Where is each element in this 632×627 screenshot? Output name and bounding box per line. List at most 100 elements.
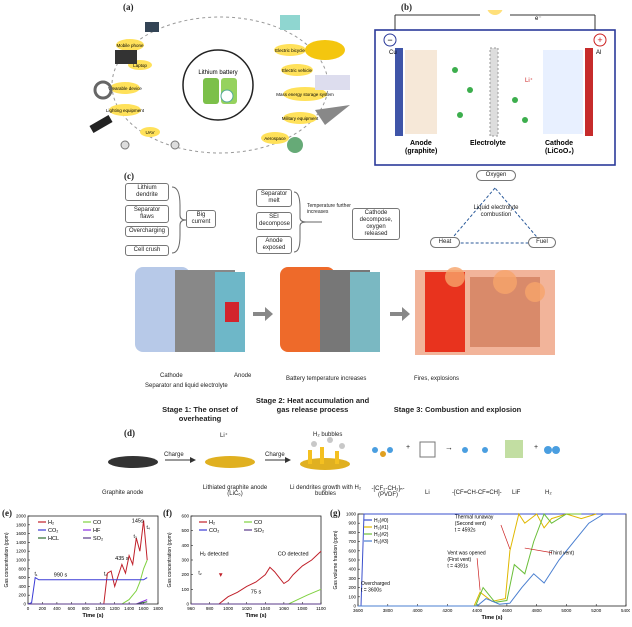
x-tick-label: 800 [82, 606, 90, 611]
bulb-icon [487, 10, 503, 15]
y-tick-label: 0 [186, 602, 189, 607]
x-tick-label: 1100 [316, 606, 326, 611]
x-tick-label: 5000 [561, 608, 572, 613]
center-label: Lithium battery [198, 70, 237, 76]
device-label: Mobile phone [116, 43, 144, 48]
y-tick-label: 1000 [16, 558, 27, 563]
plot-frame [357, 513, 627, 607]
annotation-435s: 435 s [115, 556, 129, 562]
y-tick-label: 500 [348, 558, 356, 563]
battery-icon [203, 78, 219, 104]
legend-label: H₂(#1) [374, 525, 389, 531]
y-tick-label: 200 [181, 572, 189, 577]
stage-1-title: Stage 1: The onset of overheating [162, 405, 238, 423]
y-tick-label: 700 [348, 539, 356, 544]
svg-text:Lighting equipment: Lighting equipment [106, 108, 145, 113]
legend-label: H₂ [48, 520, 54, 526]
annotation-co-detected: CO detected [278, 552, 309, 558]
y-tick-label: 800 [348, 530, 356, 535]
callout-separator: Separator and liquid electrolyte [145, 383, 228, 389]
t3-label: t₃ [133, 534, 136, 540]
x-tick-label: 1080 [297, 606, 308, 611]
dendrite-label: Li dendrites growth with H₂ bubbles [289, 485, 362, 497]
stage-3-title: Stage 3: Combustion and explosion [393, 405, 522, 414]
svg-text:Cu: Cu [389, 50, 397, 56]
legend-label: H₂(#2) [374, 532, 389, 538]
pvdf-label: -[CF₂-CH₂]ₙ- (PVDF) [371, 486, 405, 498]
legend-label: CO₂ [48, 528, 58, 534]
y-axis-label: Gas concentration (ppm) [167, 532, 173, 587]
y-tick-label: 900 [348, 521, 356, 526]
panel-f-label: (f) [163, 508, 172, 518]
series-line-g2 [358, 513, 582, 607]
plot-frame [27, 515, 159, 605]
y-tick-label: 400 [181, 543, 189, 548]
annotation-990s: 990 s [54, 573, 68, 579]
y-tick-label: 600 [348, 548, 356, 553]
panel-d-label: (d) [124, 428, 135, 438]
x-tick-label: 1000 [223, 606, 234, 611]
series-line-CO2 [27, 576, 148, 605]
annotation-first-vent: (First vent) [447, 557, 471, 563]
y-tick-label: 400 [348, 567, 356, 572]
x-tick-label: 5200 [591, 608, 602, 613]
lithiated-label: Lithiated graphite anode (LiC₆) [202, 485, 268, 497]
x-tick-label: 4200 [442, 608, 453, 613]
y-tick-label: 800 [18, 566, 26, 571]
x-tick-label: 3800 [383, 608, 394, 613]
svg-text:−: − [387, 35, 392, 45]
legend-label: H₂(#3) [374, 539, 389, 545]
svg-text:Anode: Anode [410, 140, 432, 147]
stage-illustrations [135, 267, 555, 355]
annotation-t0: t = 3600s [361, 587, 382, 593]
x-tick-label: 980 [206, 606, 214, 611]
annotation-overcharged: Overcharged [361, 581, 390, 587]
svg-text:Cathode: Cathode [545, 140, 573, 147]
x-tick-label: 3600 [353, 608, 364, 613]
graphite-label: Graphite anode [102, 490, 144, 496]
panel-d-reaction [108, 437, 560, 470]
callout-fires: Fires, explosions [414, 376, 460, 382]
y-axis-label: Gas volume fraction (ppm) [333, 530, 339, 589]
svg-text:Electric vehicle: Electric vehicle [282, 68, 313, 73]
x-tick-label: 600 [68, 606, 76, 611]
legend-label: CO [254, 520, 263, 526]
annotation-thermal: Thermal runaway [455, 515, 494, 521]
x-tick-label: 1800 [153, 606, 164, 611]
svg-text:Wearable device: Wearable device [108, 86, 142, 91]
legend-label: CO [93, 520, 102, 526]
svg-text:Electrolyte: Electrolyte [470, 140, 506, 147]
t2-label: t₂ [198, 571, 201, 577]
svg-text:Laptop: Laptop [133, 63, 147, 68]
callout-cathode: Cathode [160, 373, 183, 379]
y-tick-label: 1800 [16, 522, 27, 527]
annotation-t1: t = 4391s [447, 563, 468, 569]
x-tick-label: 1040 [260, 606, 271, 611]
x-tick-label: 1600 [139, 606, 150, 611]
annotation-h2-detected: H₂ detected [200, 552, 229, 558]
t1-label: t₁ [35, 571, 38, 577]
y-tick-label: 300 [181, 558, 189, 563]
series-line-H2 [28, 520, 148, 605]
cathode-decompose-box: Cathode decompose, oxygen released [352, 208, 400, 240]
svg-text:e⁻: e⁻ [535, 16, 542, 22]
x-tick-label: 4800 [532, 608, 543, 613]
svg-text:Military equipment: Military equipment [282, 116, 319, 121]
series-line-H2 [191, 550, 322, 605]
callout-temp: Battery temperature increases [286, 376, 367, 382]
y-tick-label: 600 [181, 514, 189, 519]
y-tick-label: 1600 [16, 531, 27, 536]
svg-text:Li⁺: Li⁺ [525, 77, 533, 84]
legend-label: H₂ [209, 520, 215, 526]
annotation-second-vent: (Second vent) [455, 521, 486, 527]
legend-label: CO₂ [209, 528, 219, 534]
y-tick-label: 1000 [346, 512, 357, 517]
arrow-third [524, 547, 552, 553]
svg-text:Aerospace: Aerospace [264, 136, 286, 141]
x-tick-label: 960 [187, 606, 195, 611]
svg-text:(LiCoO₂): (LiCoO₂) [545, 148, 574, 155]
x-tick-label: 5400 [621, 608, 630, 613]
